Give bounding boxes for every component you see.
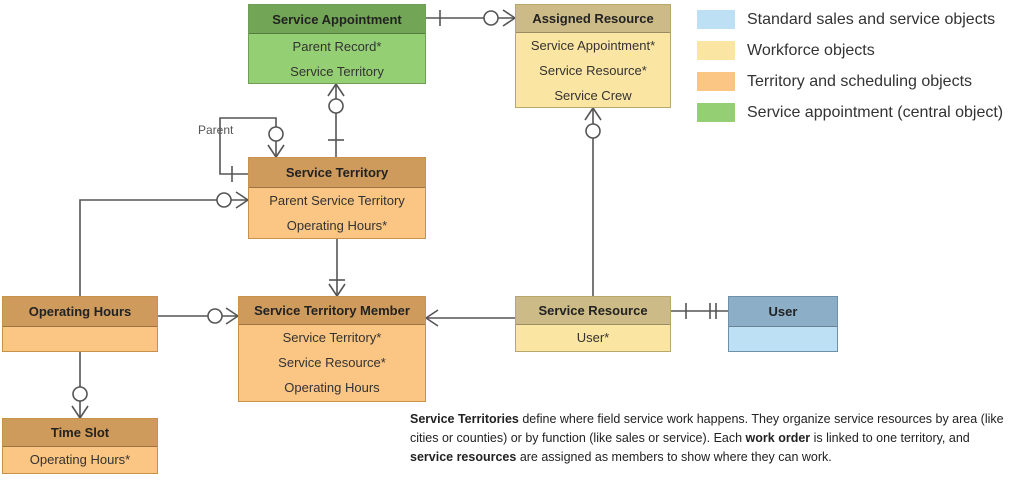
entity-assigned-resource[interactable]: Assigned Resource Service Appointment* S…: [515, 4, 671, 108]
entity-field: Operating Hours*: [286, 218, 388, 233]
entity-service-territory[interactable]: Service Territory Parent Service Territo…: [248, 157, 426, 239]
entity-service-territory-member[interactable]: Service Territory Member Service Territo…: [238, 296, 426, 402]
caption-bold: work order: [745, 431, 811, 445]
legend-swatch: [697, 10, 735, 29]
legend-swatch: [697, 41, 735, 60]
rel-member-resource: [425, 309, 515, 327]
entity-field: User*: [576, 330, 610, 345]
entity-service-appointment[interactable]: Service Appointment Parent Record* Servi…: [248, 4, 426, 84]
rel-resource-user: [670, 303, 728, 319]
entity-field: Operating Hours: [284, 380, 380, 395]
entity-field: Service Appointment*: [530, 38, 656, 53]
rel-territory-parent: [219, 117, 285, 182]
legend-item-workforce: Workforce objects: [697, 35, 1003, 66]
legend-label: Workforce objects: [747, 41, 875, 59]
legend-label: Service appointment (central object): [747, 103, 1004, 121]
entity-field: Service Crew: [554, 88, 632, 103]
caption-bold: Service Territories: [410, 412, 519, 426]
legend: Standard sales and service objects Workf…: [697, 4, 1003, 128]
legend-label: Standard sales and service objects: [747, 10, 996, 28]
entity-field: Parent Service Territory: [269, 193, 405, 208]
legend-swatch: [697, 72, 735, 91]
caption-bold: service resources: [410, 450, 517, 464]
entity-field: Operating Hours*: [29, 452, 131, 467]
entity-field: Service Resource*: [278, 355, 386, 370]
entity-title: Service Territory Member: [239, 297, 425, 325]
rel-operatinghours-member: [158, 307, 239, 325]
entity-title: User: [729, 297, 837, 327]
entity-time-slot[interactable]: Time Slot Operating Hours*: [2, 418, 158, 474]
entity-field: Service Territory: [290, 64, 384, 79]
entity-service-resource[interactable]: Service Resource User*: [515, 296, 671, 352]
entity-title: Assigned Resource: [516, 5, 670, 33]
caption-text: define where field service work happens.…: [410, 412, 1004, 445]
legend-swatch: [697, 103, 735, 122]
legend-item-standard: Standard sales and service objects: [697, 4, 1003, 35]
rel-territory-member: [328, 239, 346, 297]
rel-appointment-assigned: [426, 9, 516, 27]
rel-assigned-resource: [584, 107, 602, 296]
entity-field: Service Resource*: [539, 63, 647, 78]
caption-text: are assigned as members to show where th…: [516, 450, 832, 464]
legend-label: Territory and scheduling objects: [747, 72, 973, 90]
rel-operatinghours-timeslot: [71, 352, 89, 419]
entity-title: Service Resource: [516, 297, 670, 325]
entity-title: Time Slot: [3, 419, 157, 447]
entity-title: Service Territory: [249, 158, 425, 188]
caption-text: is linked to one territory, and: [810, 431, 970, 445]
description-caption: Service Territories define where field s…: [410, 410, 1010, 467]
rel-appointment-territory: [327, 83, 345, 157]
entity-field: Service Territory*: [282, 330, 382, 345]
entity-title: Operating Hours: [3, 297, 157, 327]
parent-relationship-label: Parent: [198, 123, 234, 137]
entity-user[interactable]: User: [728, 296, 838, 352]
entity-field: Parent Record*: [292, 39, 382, 54]
entity-operating-hours[interactable]: Operating Hours: [2, 296, 158, 352]
legend-item-central: Service appointment (central object): [697, 97, 1003, 128]
legend-item-territory: Territory and scheduling objects: [697, 66, 1003, 97]
rel-territory-operating-hours: [79, 191, 249, 296]
entity-title: Service Appointment: [249, 5, 425, 34]
